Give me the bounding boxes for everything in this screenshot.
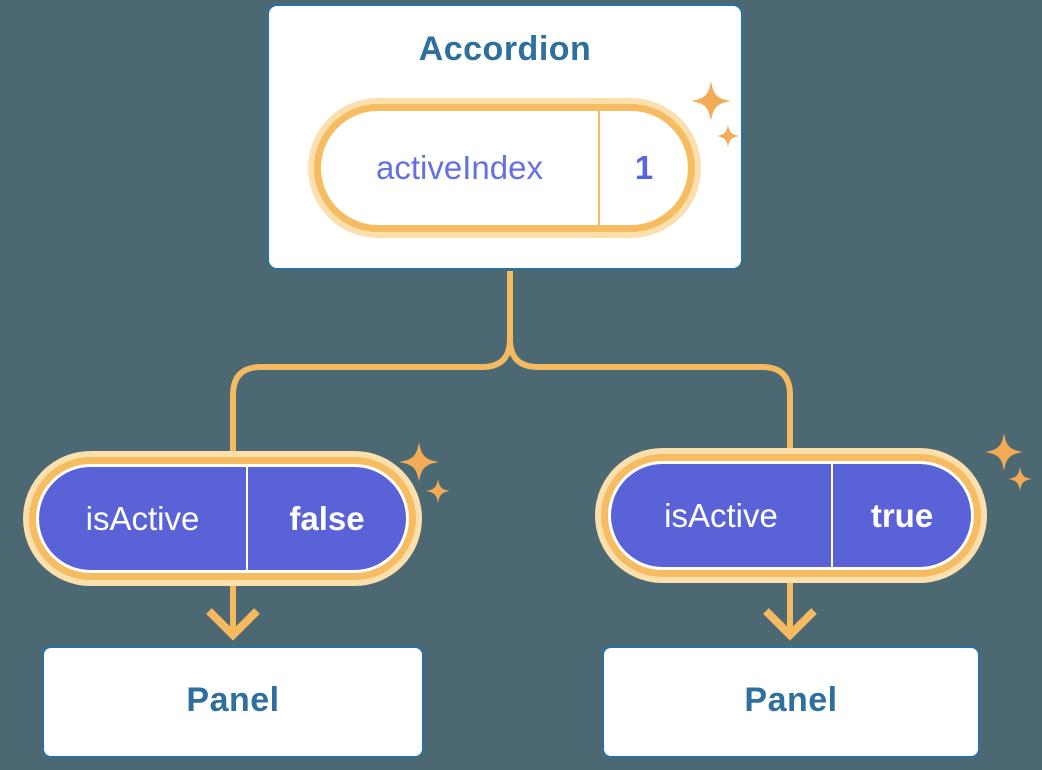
state-pill: activeIndex 1: [314, 104, 695, 232]
sparkle-icon: [985, 433, 1023, 471]
prop-value: true: [870, 496, 934, 534]
sparkle-icon: [399, 442, 439, 482]
pill-divider: [831, 464, 833, 567]
prop-name-label: isActive: [85, 499, 200, 537]
panel-title: Panel: [744, 680, 838, 719]
panel-title: Panel: [186, 680, 280, 719]
arrow-down-icon: [206, 608, 260, 641]
prop-pill-isactive-false: isActive false: [36, 464, 409, 573]
accordion-component-card: Accordion activeIndex 1: [267, 4, 743, 270]
state-value: 1: [634, 149, 654, 186]
tree-connector-path: [230, 271, 793, 633]
state-name-label: activeIndex: [376, 149, 543, 186]
prop-value: false: [289, 499, 365, 537]
sparkle-icon: [426, 479, 450, 503]
panel-card-right: Panel: [602, 646, 980, 758]
prop-name-label: isActive: [664, 496, 778, 534]
accordion-title: Accordion: [418, 30, 592, 68]
panel-card-left: Panel: [42, 646, 424, 758]
arrow-down-icon: [763, 608, 817, 641]
sparkle-icon: [1008, 467, 1032, 491]
pill-divider: [598, 111, 600, 225]
prop-pill-isactive-true: isActive true: [608, 461, 974, 570]
